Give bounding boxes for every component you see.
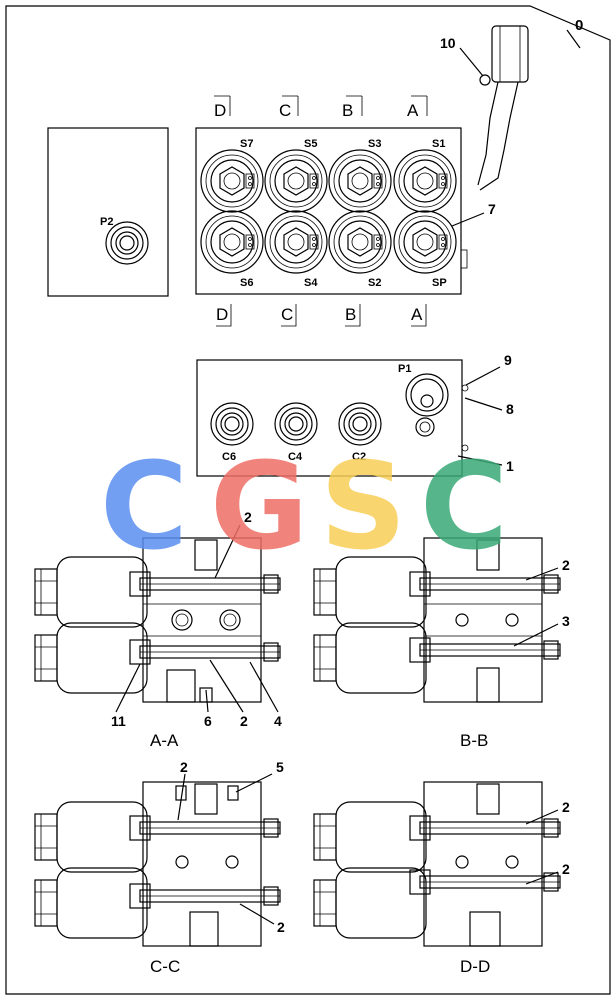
svg-text:S3: S3 xyxy=(368,138,381,150)
svg-text:A: A xyxy=(411,305,423,324)
svg-text:B: B xyxy=(345,305,356,324)
svg-text:2: 2 xyxy=(240,713,248,729)
port-p2-label: P2 xyxy=(100,216,113,228)
section-c-c xyxy=(34,773,281,947)
svg-text:2: 2 xyxy=(562,557,570,573)
svg-text:C: C xyxy=(279,101,291,120)
svg-text:S4: S4 xyxy=(304,277,318,289)
sheet-border xyxy=(5,5,611,995)
watermark-letter-c1: C xyxy=(100,438,188,577)
svg-text:S2: S2 xyxy=(368,277,381,289)
callout-8: 8 xyxy=(506,401,514,417)
solenoid-s6 xyxy=(200,210,264,274)
section-a-a-title: A-A xyxy=(150,731,179,750)
port-valve-block xyxy=(196,359,463,477)
svg-text:3: 3 xyxy=(562,613,570,629)
side-valve-block xyxy=(47,127,169,297)
watermark-letter-s: S xyxy=(320,438,406,577)
watermark-letter-c2: C xyxy=(420,438,508,577)
svg-text:2: 2 xyxy=(277,919,285,935)
connector-plug xyxy=(477,25,529,191)
svg-text:2: 2 xyxy=(180,759,188,775)
port-p2 xyxy=(105,221,149,265)
svg-text:2: 2 xyxy=(562,861,570,877)
callout-10: 10 xyxy=(440,35,456,51)
solenoid-s2 xyxy=(328,210,392,274)
solenoid-s7 xyxy=(200,149,264,213)
solenoid-s4 xyxy=(264,210,328,274)
section-b-b-title: B-B xyxy=(460,731,488,750)
callout-7: 7 xyxy=(488,201,496,217)
solenoid-s5 xyxy=(264,149,328,213)
svg-text:S7: S7 xyxy=(240,138,253,150)
svg-text:S6: S6 xyxy=(240,277,253,289)
svg-text:A: A xyxy=(407,101,419,120)
svg-text:C2: C2 xyxy=(352,451,366,463)
svg-text:5: 5 xyxy=(276,759,284,775)
page-number: 0 xyxy=(575,17,583,34)
solenoid-s1 xyxy=(393,149,457,213)
svg-text:4: 4 xyxy=(274,713,282,729)
watermark-letter-g: G xyxy=(210,438,309,577)
svg-text:C: C xyxy=(281,305,293,324)
callout-9: 9 xyxy=(504,352,512,368)
svg-text:P1: P1 xyxy=(398,363,411,375)
svg-text:6: 6 xyxy=(204,713,212,729)
svg-text:D: D xyxy=(216,305,228,324)
svg-text:C6: C6 xyxy=(222,451,236,463)
section-marks-top: D C B A xyxy=(214,95,428,120)
svg-text:11: 11 xyxy=(111,713,126,729)
svg-text:SP: SP xyxy=(432,277,447,289)
svg-text:S5: S5 xyxy=(304,138,317,150)
section-a-a xyxy=(34,524,281,713)
section-d-d-title: D-D xyxy=(460,957,490,976)
solenoid-s3 xyxy=(328,149,392,213)
section-c-c-title: C-C xyxy=(150,957,180,976)
svg-text:D: D xyxy=(214,101,226,120)
svg-text:B: B xyxy=(342,101,353,120)
section-b-b xyxy=(313,537,561,703)
solenoid-sp xyxy=(393,210,457,274)
cgsc-watermark: C G S C xyxy=(100,438,508,577)
svg-text:S1: S1 xyxy=(432,138,445,150)
port-p1 xyxy=(405,373,449,437)
svg-text:2: 2 xyxy=(244,509,252,525)
section-d-d xyxy=(313,781,561,947)
svg-text:C4: C4 xyxy=(288,451,303,463)
callout-1: 1 xyxy=(506,458,514,474)
section-marks-bottom: D C B A xyxy=(216,304,427,327)
solenoid-valve-block xyxy=(195,127,462,295)
svg-text:2: 2 xyxy=(562,799,570,815)
